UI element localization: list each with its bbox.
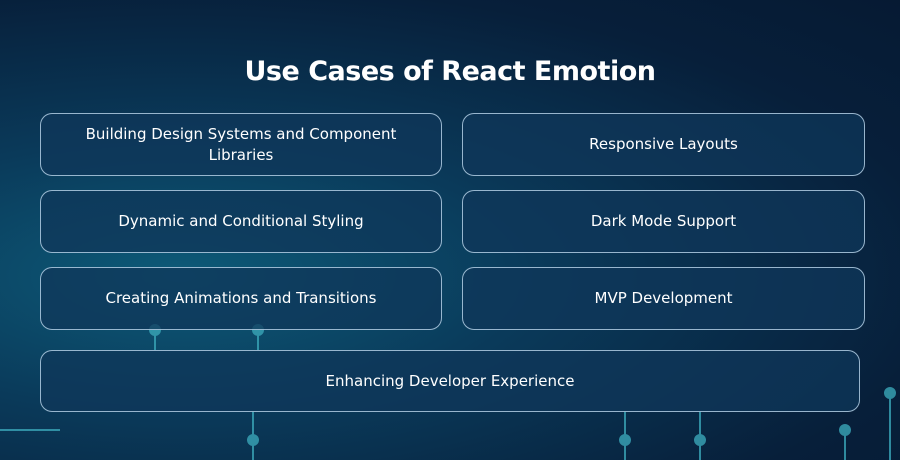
page-title: Use Cases of React Emotion [244,56,656,87]
use-case-card: Building Design Systems and Component Li… [40,113,442,176]
use-case-card: Dynamic and Conditional Styling [40,190,442,253]
use-case-card: Enhancing Developer Experience [40,350,860,412]
use-case-card: MVP Development [462,267,865,330]
use-case-card: Dark Mode Support [462,190,865,253]
use-case-card: Creating Animations and Transitions [40,267,442,330]
use-case-card: Responsive Layouts [462,113,865,176]
